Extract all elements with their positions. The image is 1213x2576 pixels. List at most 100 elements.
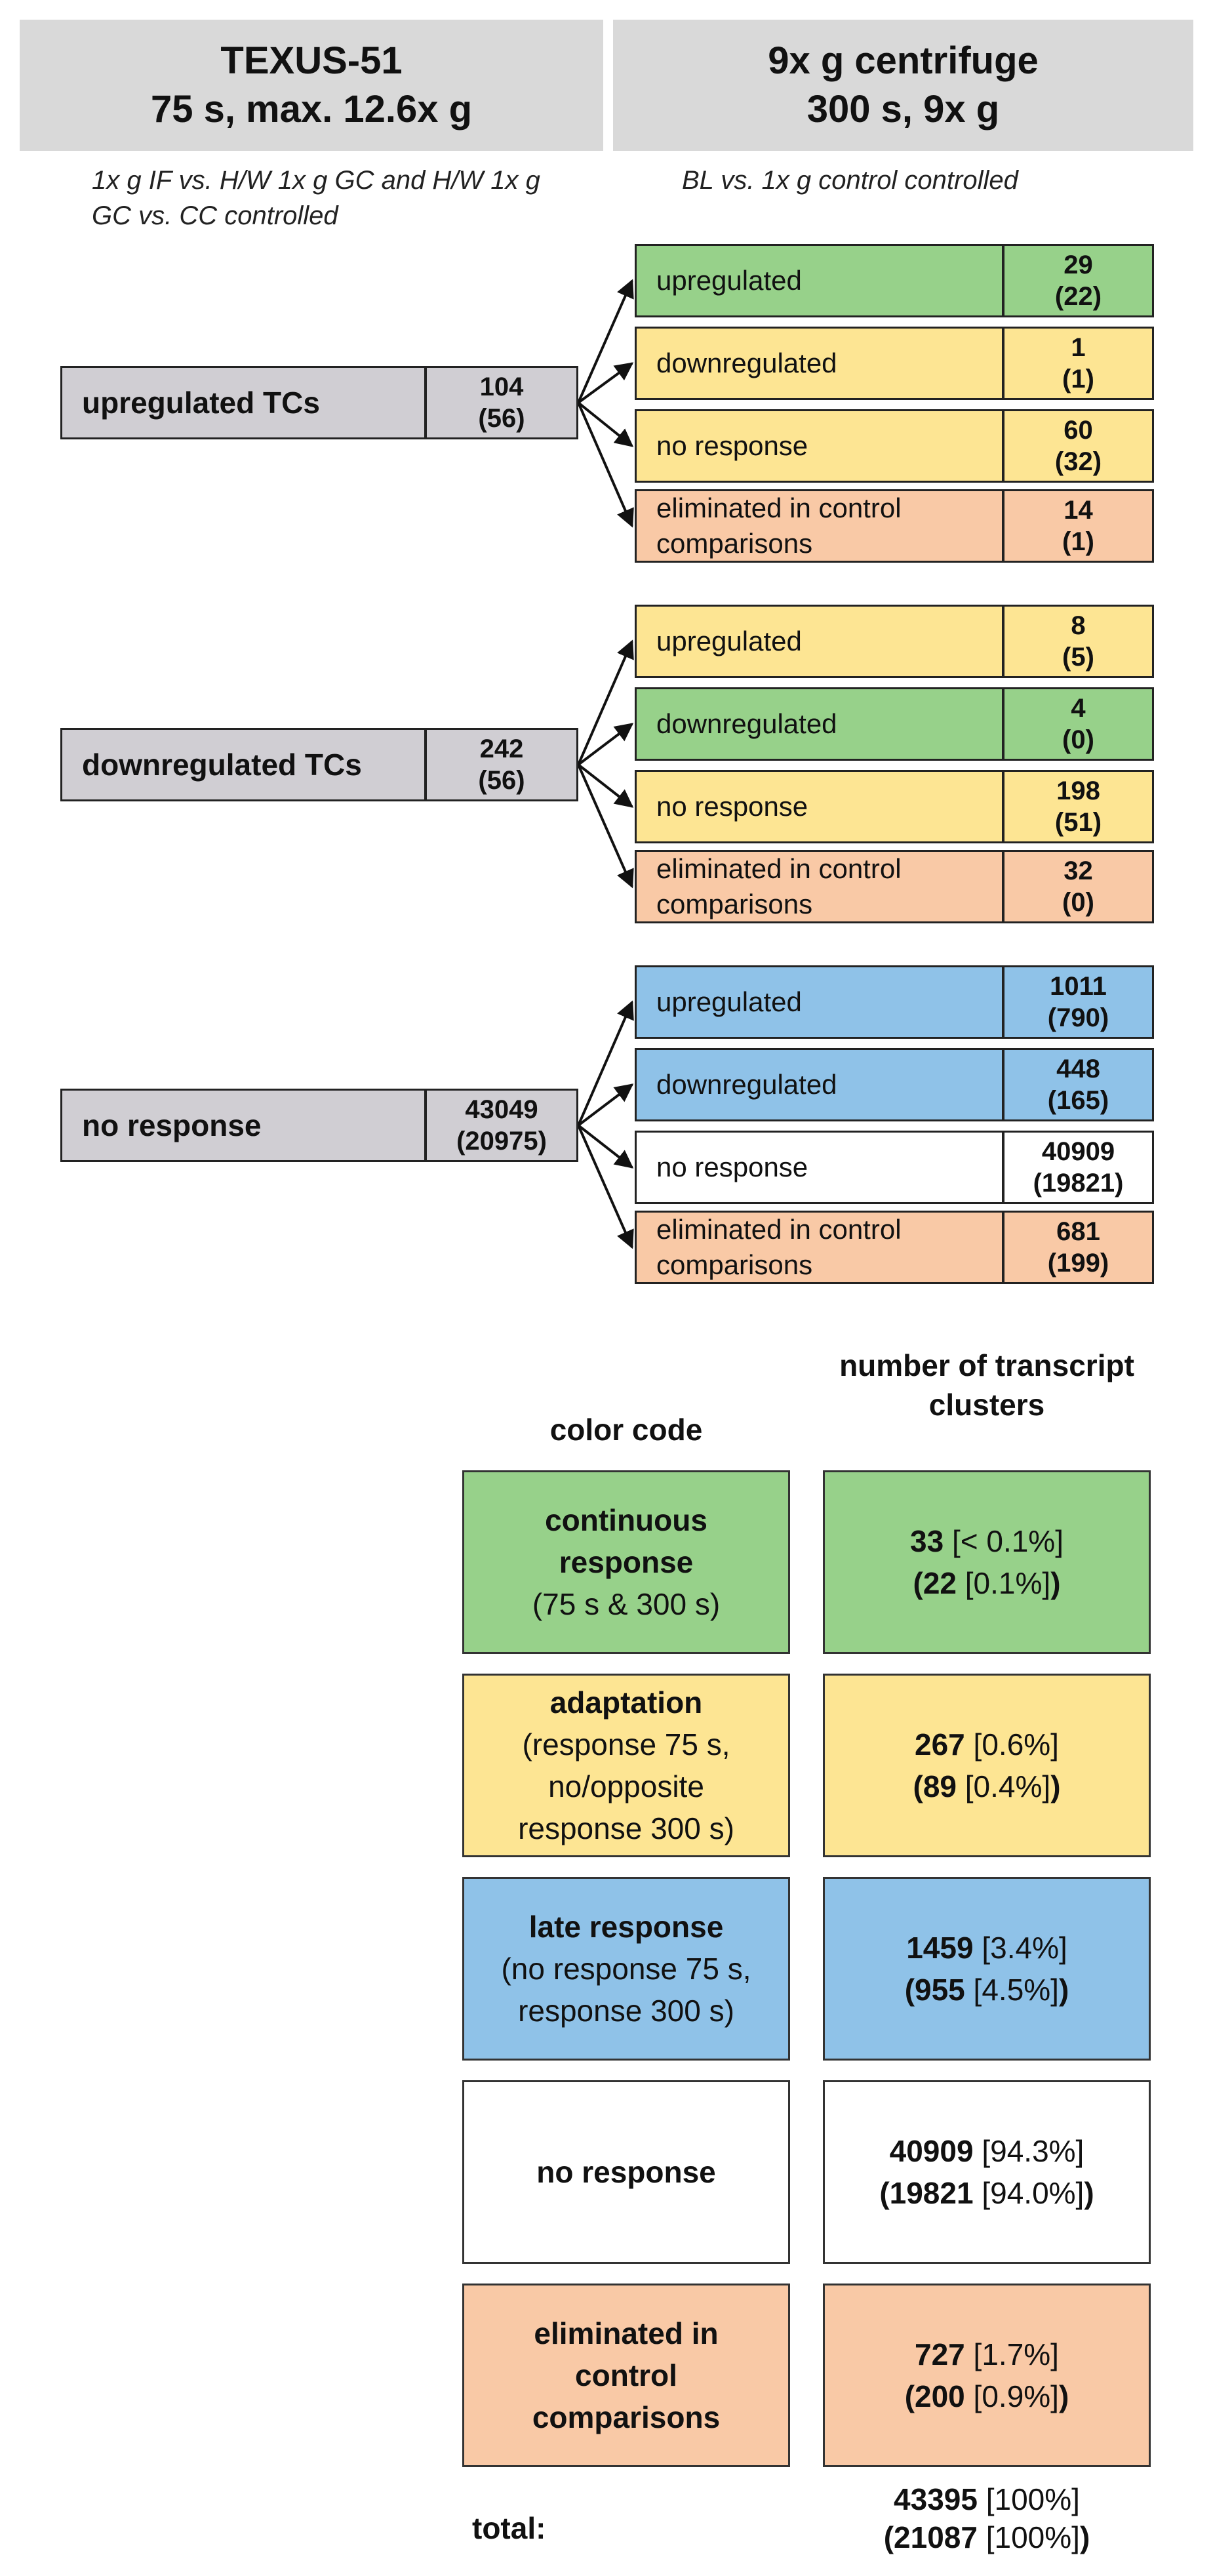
legend-color-eliminated: eliminated in control comparisons [462,2284,790,2467]
target-box: downregulated 1(1) [635,327,1154,400]
legend-title: continuous response [545,1503,707,1579]
target-box: downregulated 448(165) [635,1048,1154,1121]
source-label: downregulated TCs [82,748,362,782]
source-label: no response [82,1108,262,1142]
flow-arrow [577,402,634,528]
flow-arrow [577,1000,634,1126]
legend-count-line2: (22 [0.1%]) [913,1566,1061,1600]
target-count: 40909(19821) [1002,1133,1152,1202]
target-box: eliminated in control comparisons 32(0) [635,850,1154,923]
legend-count-line1: 40909 [94.3%] [889,2134,1084,2168]
target-label: upregulated [656,626,802,656]
target-count: 29(22) [1002,246,1152,315]
flow-arrow [577,764,634,889]
header-texus-subtitle: 75 s, max. 12.6x g [150,88,473,131]
target-count: 60(32) [1002,411,1152,481]
header-centrifuge-subtitle: 300 s, 9x g [806,88,1000,131]
target-label: downregulated [656,1069,837,1100]
legend-title: adaptation [549,1685,703,1720]
target-label: no response [656,430,808,461]
header-centrifuge-note: BL vs. 1x g control controlled [682,166,1018,195]
flow-arrows [577,279,634,1249]
legend-title: eliminated in control comparisons [532,2316,721,2434]
target-count: 8(5) [1002,607,1152,676]
flow-arrow [577,723,634,766]
legend-desc: (no response 75 s, response 300 s) [501,1952,751,2028]
target-count: 1(1) [1002,329,1152,398]
header-centrifuge-title: 9x g centrifuge [768,39,1039,82]
source-count: 242(56) [424,730,576,799]
target-label: upregulated [656,265,802,296]
legend-count-line1: 727 [1.7%] [915,2337,1059,2371]
target-label: eliminated in control comparisons [656,1214,902,1280]
flow-arrow [577,1125,634,1249]
legend-color-late-response: late response (no response 75 s, respons… [462,1877,790,2061]
legend-count-late-response: 1459 [3.4%] (955 [4.5%]) [823,1877,1151,2061]
header-centrifuge: 9x g centrifuge 300 s, 9x g [613,20,1193,151]
header-texus-title: TEXUS-51 [220,39,403,82]
legend-count-line1: 1459 [3.4%] [906,1931,1067,1965]
legend-title: no response [536,2155,716,2189]
legend-count-continuous: 33 [< 0.1%] (22 [0.1%]) [823,1470,1151,1654]
target-box: eliminated in control comparisons 681(19… [635,1211,1154,1284]
target-label: eliminated in control comparisons [656,853,902,919]
target-count: 32(0) [1002,852,1152,921]
target-label: downregulated [656,708,837,739]
target-box: upregulated 29(22) [635,244,1154,317]
legend-color-adaptation: adaptation (response 75 s, no/opposite r… [462,1674,790,1857]
legend-count-line2: (955 [4.5%]) [904,1973,1069,2007]
flow-arrow [577,639,634,765]
flow-arrow [577,279,634,403]
target-box: downregulated 4(0) [635,687,1154,761]
legend-count-line2: (200 [0.9%]) [904,2379,1069,2413]
target-label: upregulated [656,986,802,1017]
target-count: 14(1) [1002,491,1152,561]
legend-count-eliminated: 727 [1.7%] (200 [0.9%]) [823,2284,1151,2467]
header-texus: TEXUS-51 75 s, max. 12.6x g [20,20,603,151]
source-label: upregulated TCs [82,386,320,420]
legend-color-no-response: no response [462,2080,790,2264]
flow-arrow [577,401,634,447]
source-count: 104(56) [424,368,576,437]
target-box: no response 40909(19821) [635,1131,1154,1204]
total-line1: 43395 [100%] [894,2482,1080,2516]
source-downregulated-tcs: downregulated TCs 242(56) [60,728,578,801]
legend-count-line1: 267 [0.6%] [915,1727,1059,1761]
target-label: downregulated [656,348,837,378]
legend-color-code-header: color code [549,1413,703,1447]
legend-color-continuous: continuous response (75 s & 300 s) [462,1470,790,1654]
legend-count-line2: (89 [0.4%]) [913,1769,1061,1803]
legend-count-no-response: 40909 [94.3%] (19821 [94.0%]) [823,2080,1151,2264]
source-no-response: no response 43049(20975) [60,1089,578,1162]
target-count: 681(199) [1002,1213,1152,1282]
total-line2: (21087 [100%]) [883,2520,1090,2554]
target-box: no response 198(51) [635,770,1154,843]
flow-arrow [577,763,634,808]
target-count: 1011(790) [1002,967,1152,1037]
target-label: no response [656,1152,808,1182]
flow-arrow [577,1124,634,1169]
flow-arrow [577,1083,634,1127]
legend-count-line1: 33 [< 0.1%] [909,1524,1064,1558]
target-label: no response [656,791,808,822]
total-label: total: [472,2511,546,2545]
legend-desc: (response 75 s, no/opposite response 300… [518,1727,734,1845]
legend-title: late response [528,1910,724,1944]
source-upregulated-tcs: upregulated TCs 104(56) [60,366,578,439]
target-box: eliminated in control comparisons 14(1) [635,489,1154,563]
legend-count-adaptation: 267 [0.6%] (89 [0.4%]) [823,1674,1151,1857]
legend-desc: (75 s & 300 s) [532,1587,721,1621]
legend-count-header: number of transcript clusters [839,1348,1134,1422]
target-box: no response 60(32) [635,409,1154,483]
target-box: upregulated 8(5) [635,605,1154,678]
target-count: 4(0) [1002,689,1152,759]
source-count: 43049(20975) [424,1091,576,1160]
header-texus-note: 1x g IF vs. H/W 1x g GC and H/W 1x g GC … [92,166,540,230]
target-count: 448(165) [1002,1050,1152,1119]
target-box: upregulated 1011(790) [635,965,1154,1039]
target-label: eliminated in control comparisons [656,493,902,559]
total-value: 43395 [100%] (21087 [100%]) [823,2480,1151,2556]
target-count: 198(51) [1002,772,1152,841]
legend-count-line2: (19821 [94.0%]) [879,2176,1094,2210]
flow-arrow [577,362,634,404]
